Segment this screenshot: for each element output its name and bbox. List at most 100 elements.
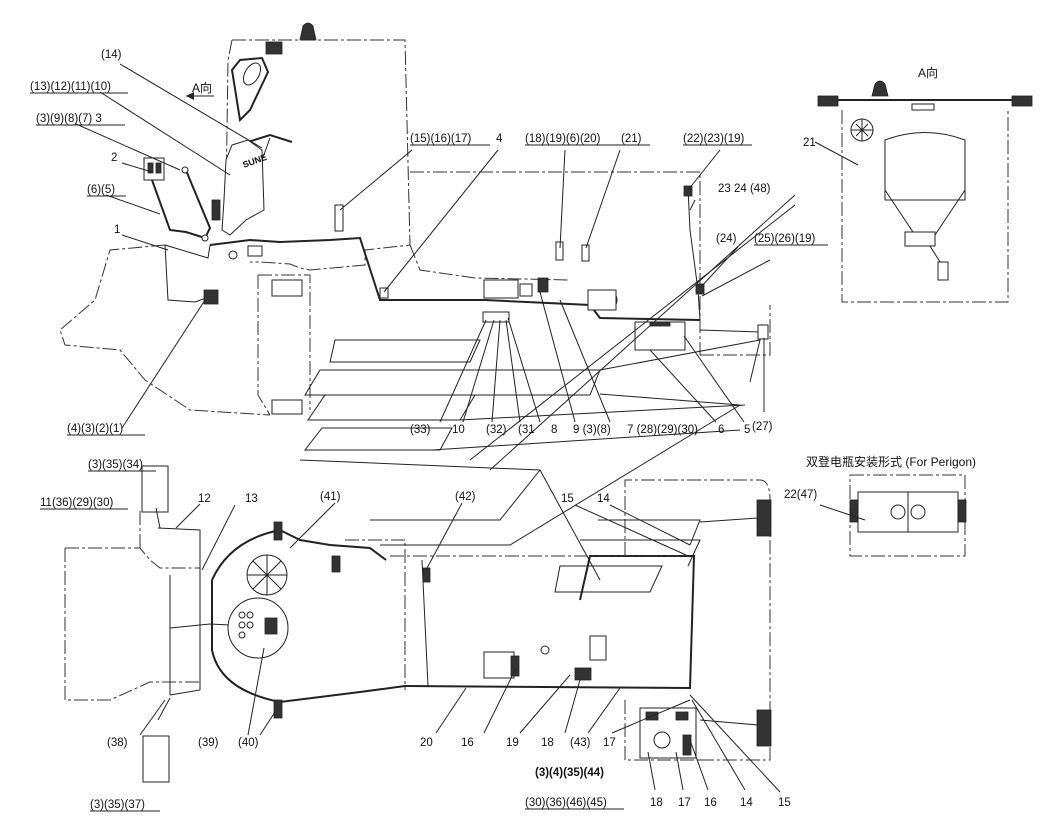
label-38: (38) (107, 737, 128, 749)
label-18-19-6-20: (18)(19)(6)(20) (525, 133, 601, 145)
connector-15 (334, 204, 344, 232)
pedal-plan-top (141, 465, 169, 513)
label-16: 16 (461, 737, 474, 749)
view-a-arrow-label: A向 (192, 80, 212, 95)
label-14-top: (14) (101, 49, 122, 61)
engine-harness (404, 555, 696, 690)
battery-inset: 双登电瓶安装形式 (For Perigon) 22(47) (784, 454, 976, 557)
label-27: (27) (752, 421, 773, 433)
label-16-b: 16 (704, 797, 717, 809)
label-4-3-2-1: (4)(3)(2)(1) (67, 423, 123, 435)
beacon-lamp-icon (299, 22, 317, 41)
label-21: (21) (621, 133, 642, 145)
label-9-3-8: 9 (3)(8) (573, 424, 611, 436)
engine-bay-outline (410, 171, 701, 355)
label-42: (42) (455, 491, 476, 503)
label-6: 6 (718, 424, 724, 436)
callout-labels: (14) (13)(12)(11)(10) (3)(9)(8)(7) 3 2 (… (30, 49, 816, 811)
steering-wheel (247, 133, 293, 143)
label-15-16-17: (15)(16)(17) (410, 133, 472, 145)
label-31: (31 (518, 424, 535, 436)
label-18-b: 18 (650, 797, 663, 809)
callout-arrows-bottom (370, 404, 741, 593)
label-10: 10 (452, 424, 465, 436)
label-15-mid: 15 (561, 493, 574, 505)
window-frame (230, 56, 270, 123)
main-harness (209, 236, 701, 321)
label-3-4-35-44: (3)(4)(35)(44) (535, 767, 604, 779)
label-41: (41) (320, 491, 341, 503)
callout-arrows-top (299, 194, 796, 581)
label-13: 13 (245, 493, 258, 505)
label-7-28-29-30: 7 (28)(29)(30) (627, 424, 698, 436)
label-19: 19 (506, 737, 519, 749)
label-17-b: 17 (678, 797, 691, 809)
label-14-b: 14 (740, 797, 753, 809)
wiper-motor-icon (242, 62, 262, 86)
frame-top (211, 528, 387, 581)
instrument-cluster-icon (264, 617, 278, 635)
label-12: 12 (198, 493, 211, 505)
label-22-47: 22(47) (784, 489, 817, 501)
label-32: (32) (486, 424, 507, 436)
view-a-panel: A向 21 (803, 65, 1033, 303)
battery-inset-outline (849, 474, 966, 557)
label-3-9-8-7-3: (3)(9)(8)(7) 3 (36, 113, 102, 125)
label-43: (43) (570, 737, 591, 749)
pressure-switch-icon (203, 289, 219, 305)
label-22-23-19: (22)(23)(19) (683, 133, 745, 145)
leader-lines-bottom (139, 502, 781, 793)
switch-box-icon (211, 199, 221, 221)
pedal-plan-bottom (142, 735, 170, 783)
label-24: (24) (716, 233, 737, 245)
label-3-35-37: (3)(35)(37) (90, 799, 145, 811)
starter-plan (483, 651, 515, 679)
battery-title: 双登电瓶安装形式 (For Perigon) (806, 454, 976, 469)
label-8: 8 (551, 424, 557, 436)
label-5: 5 (744, 424, 750, 436)
label-33: (33) (410, 424, 431, 436)
label-30-36-46-45: (30)(36)(46)(45) (525, 797, 607, 809)
label-6-5: (6)(5) (87, 184, 115, 196)
label-20: 20 (420, 737, 433, 749)
mirror-plan-bottom-icon (273, 699, 283, 719)
chassis-left-outline (59, 244, 271, 416)
alternator-plan (589, 635, 607, 661)
leader-lines-top (75, 63, 771, 429)
label-23-24-48: 23 24 (48) (718, 183, 771, 195)
view-a-outline (841, 110, 1009, 303)
connector-27 (757, 324, 769, 340)
label-4: 4 (496, 133, 503, 145)
rear-lamp-top-icon (756, 499, 772, 537)
starter-motor (483, 279, 519, 299)
label-39: (39) (198, 737, 219, 749)
label-21-view: 21 (803, 137, 816, 149)
steering-wheel-plan (227, 597, 289, 659)
label-1: 1 (114, 224, 120, 236)
label-18: 18 (541, 737, 554, 749)
label-11-36-29-30: 11(36)(29)(30) (40, 497, 113, 509)
side-view: A向 SUNE (59, 22, 771, 416)
label-17: 17 (603, 737, 616, 749)
operator-seat (221, 139, 265, 236)
label-3-35-34: (3)(35)(34) (88, 459, 143, 471)
label-15-b: 15 (778, 797, 791, 809)
label-14-mid: 14 (597, 493, 610, 505)
mirror-icon (265, 41, 283, 55)
fuse-box-icon (937, 261, 949, 281)
beacon-a-icon (871, 80, 889, 97)
fuse-icon (537, 277, 549, 293)
label-2: 2 (111, 152, 117, 164)
label-underlines (30, 92, 828, 812)
arrow-icon (186, 92, 194, 100)
cab-outline (232, 39, 411, 271)
label-13-12-11-10: (13)(12)(11)(10) (30, 81, 111, 93)
work-lamp-left-icon (817, 95, 839, 107)
view-a-title: A向 (918, 65, 938, 80)
label-40: (40) (238, 737, 259, 749)
rear-lamp-bottom-icon (756, 709, 772, 747)
label-25-26-19: (25)(26)(19) (754, 233, 816, 245)
work-lamp-right-icon (1011, 95, 1033, 107)
plan-view (64, 465, 772, 783)
